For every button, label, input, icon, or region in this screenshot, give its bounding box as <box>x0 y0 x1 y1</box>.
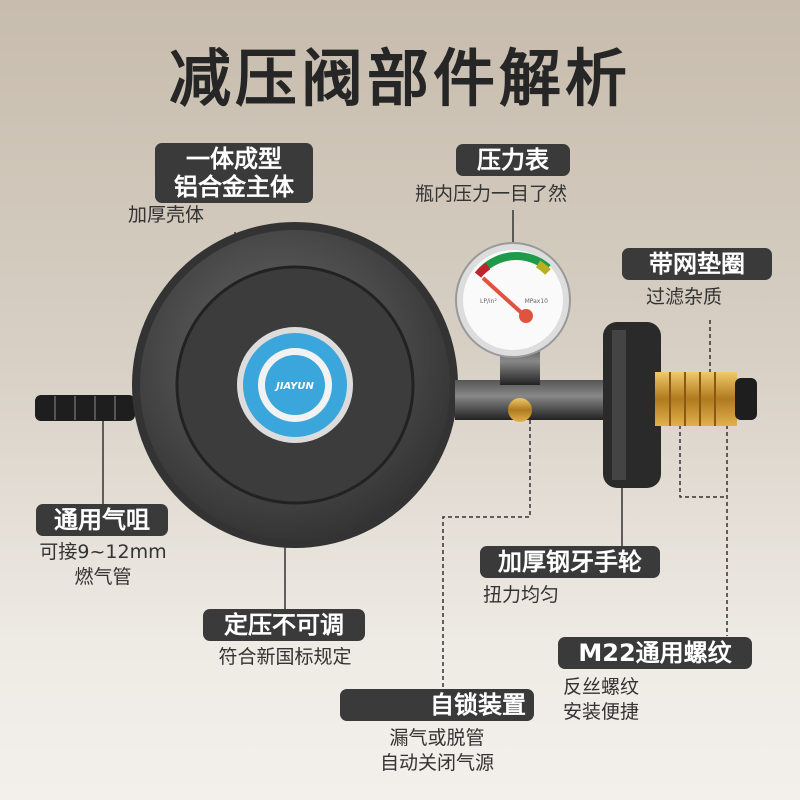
thread-desc-line2: 安装便捷 <box>563 701 640 723</box>
callout-gasket-label: 带网垫圈 <box>622 248 772 280</box>
callout-fixed-label: 定压不可调 <box>203 609 365 641</box>
pressure-gauge: LP/in² MPax10 <box>455 242 571 358</box>
callout-body-label: 一体成型 铝合金主体 <box>155 143 313 203</box>
callout-selflock-label: 自锁装置 <box>340 689 534 721</box>
callout-handwheel-label: 加厚钢牙手轮 <box>480 546 660 578</box>
callout-selflock-desc: 漏气或脱管 自动关闭气源 <box>337 726 537 776</box>
hose-nozzle <box>35 395 135 421</box>
selflock-desc-line2: 自动关闭气源 <box>379 752 494 774</box>
body-label-line1: 一体成型 <box>186 145 282 173</box>
callout-gasket-desc: 过滤杂质 <box>646 286 723 308</box>
nozzle-desc-line1: 可接9~12mm <box>39 541 167 563</box>
callout-body-desc: 加厚壳体 <box>128 204 205 226</box>
selflock-desc-line1: 漏气或脱管 <box>389 727 485 749</box>
callout-nozzle-label: 通用气咀 <box>36 504 168 536</box>
callout-gauge-label: 压力表 <box>456 144 570 176</box>
nozzle-desc-line2: 燃气管 <box>74 566 132 588</box>
body-label-line2: 铝合金主体 <box>174 173 294 201</box>
callout-thread-label: M22通用螺纹 <box>558 637 752 669</box>
callout-gauge-desc: 瓶内压力一目了然 <box>415 183 568 205</box>
gauge-left-unit: LP/in² <box>480 298 497 305</box>
page-title: 减压阀部件解析 <box>168 42 631 115</box>
gauge-right-unit: MPax10 <box>525 298 549 305</box>
brand-logo: JIAYUN <box>274 381 314 392</box>
thread-desc-line1: 反丝螺纹 <box>563 676 640 698</box>
callout-nozzle-desc: 可接9~12mm 燃气管 <box>18 540 188 590</box>
callout-handwheel-desc: 扭力均匀 <box>483 584 560 606</box>
callout-fixed-desc: 符合新国标规定 <box>218 646 352 668</box>
callout-thread-desc: 反丝螺纹 安装便捷 <box>563 675 639 725</box>
